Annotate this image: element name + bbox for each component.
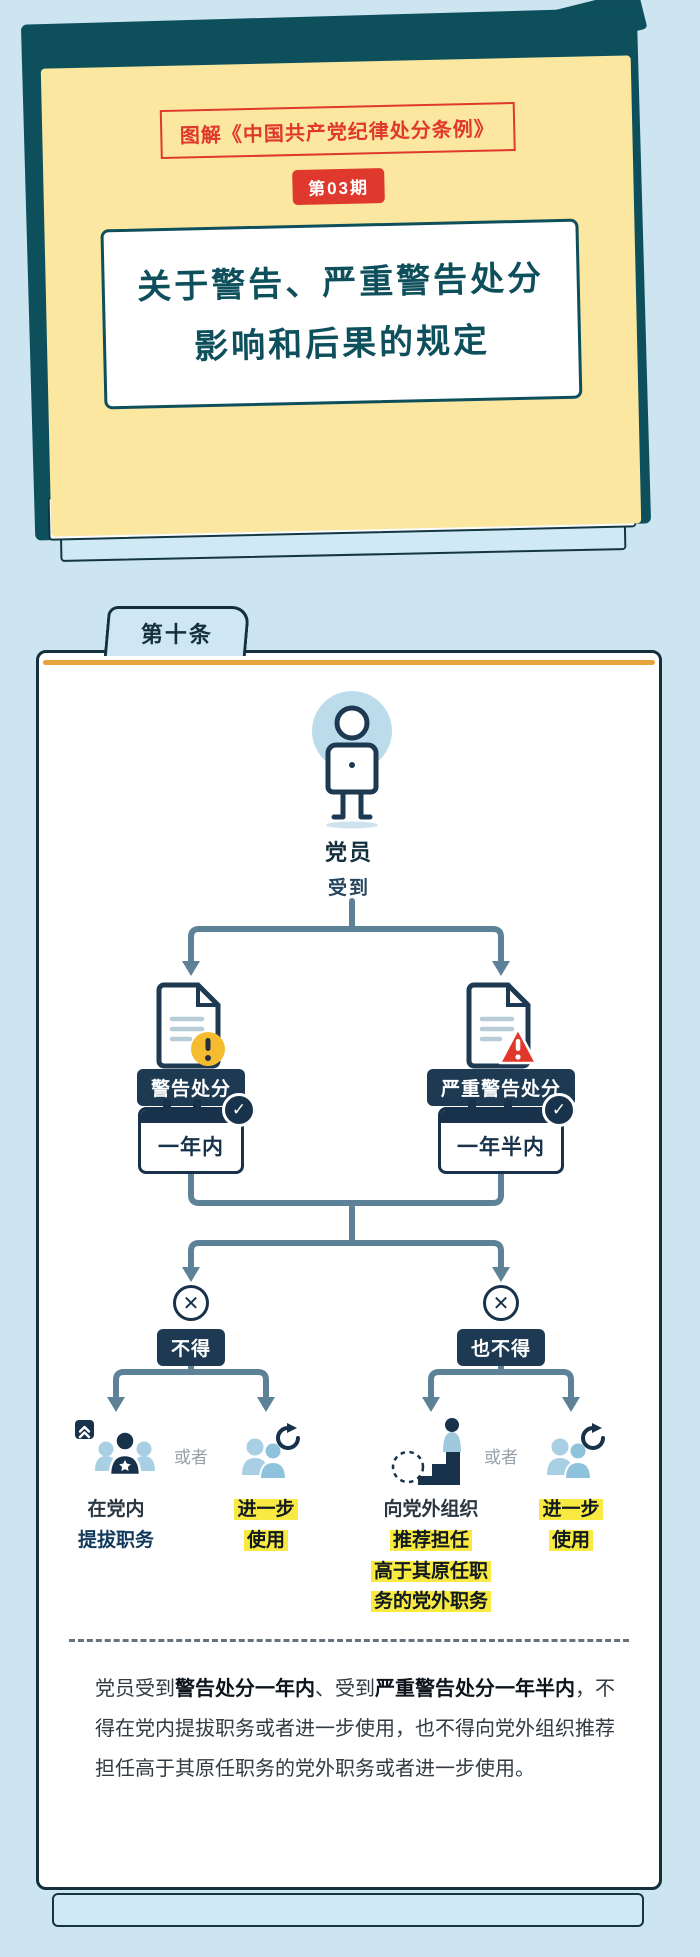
bottom-page-strip bbox=[52, 1893, 644, 1927]
calendar-one-year: 一年内 ✓ bbox=[138, 1093, 256, 1174]
option-line: 推荐担任 bbox=[356, 1526, 506, 1557]
option-line: 进一步 bbox=[511, 1495, 631, 1526]
issue-badge: 第03期 bbox=[291, 167, 386, 206]
option-line: 务的党外职务 bbox=[356, 1587, 506, 1618]
option-recommend-text: 向党外组织 推荐担任 高于其原任职 务的党外职务 bbox=[356, 1495, 506, 1618]
calendar-ring-icon bbox=[503, 1099, 512, 1115]
summary-segment: ，不得在党内提拔职务或者进一步使用，也不得向党外组织推荐担任高于其原任职务的党外… bbox=[95, 1678, 615, 1780]
check-badge-icon: ✓ bbox=[222, 1093, 256, 1127]
career-stairs-icon bbox=[388, 1415, 476, 1489]
prohibition-label-left: 不得 bbox=[156, 1329, 226, 1366]
people-reuse-arrow-icon bbox=[229, 1423, 305, 1487]
option-promote-text: 在党内 提拔职务 bbox=[46, 1495, 186, 1557]
calendar-ring-icon bbox=[468, 1099, 477, 1115]
cross-circle-icon: ✕ bbox=[483, 1285, 519, 1321]
promotion-people-icon bbox=[74, 1419, 158, 1487]
dashed-divider bbox=[69, 1639, 629, 1642]
option-line: 高于其原任职 bbox=[356, 1557, 506, 1588]
title-box: 关于警告、严重警告处分 影响和后果的规定 bbox=[100, 218, 583, 410]
period-label: 一年内 bbox=[158, 1136, 224, 1159]
header-card: 图解《中国共产党纪律处分条例》 第03期 关于警告、严重警告处分 影响和后果的规… bbox=[40, 55, 642, 537]
series-title-box: 图解《中国共产党纪律处分条例》 bbox=[159, 102, 516, 160]
option-line: 在党内 bbox=[87, 1499, 145, 1520]
relation-label: 受到 bbox=[327, 878, 370, 899]
calendar-one-and-half-year: 一年半内 ✓ bbox=[438, 1093, 576, 1174]
people-reuse-arrow-icon bbox=[534, 1423, 610, 1487]
serious-warning-punishment-label: 严重警告处分 bbox=[426, 1069, 576, 1106]
party-member-icon bbox=[287, 687, 417, 832]
check-badge-icon: ✓ bbox=[542, 1093, 576, 1127]
cross-circle-icon: ✕ bbox=[173, 1285, 209, 1321]
option-line: 提拔职务 bbox=[77, 1529, 154, 1551]
summary-text: 党员受到警告处分一年内、受到严重警告处分一年半内，不得在党内提拔职务或者进一步使… bbox=[95, 1669, 615, 1789]
or-label-left: 或者 bbox=[174, 1448, 208, 1467]
flow-connectors bbox=[107, 898, 580, 1412]
cross-glyph: ✕ bbox=[492, 1292, 510, 1315]
summary-segment: 党员受到 bbox=[95, 1678, 175, 1700]
check-glyph: ✓ bbox=[551, 1100, 567, 1119]
prohibition-label-right: 也不得 bbox=[456, 1329, 546, 1366]
option-line: 进一步 bbox=[206, 1495, 326, 1526]
title-line-1: 关于警告、严重警告处分 bbox=[136, 259, 545, 307]
summary-segment: 、受到 bbox=[315, 1678, 375, 1700]
series-title: 图解《中国共产党纪律处分条例》 bbox=[179, 118, 496, 148]
option-line: 向党外组织 bbox=[383, 1499, 479, 1520]
calendar-box: 一年半内 bbox=[438, 1107, 564, 1174]
article-card: 党员 受到 警告处分 严重警告处分 bbox=[36, 650, 662, 1890]
option-line: 使用 bbox=[511, 1526, 631, 1557]
article-tab: 第十条 bbox=[103, 606, 251, 656]
option-reuse-text-right: 进一步 使用 bbox=[511, 1495, 631, 1557]
accent-line bbox=[43, 660, 655, 665]
warning-document-icon bbox=[152, 979, 230, 1071]
calendar-ring-icon bbox=[163, 1099, 172, 1115]
summary-segment: 严重警告处分一年半内 bbox=[375, 1678, 575, 1700]
summary-segment: 警告处分一年内 bbox=[175, 1678, 315, 1700]
calendar-ring-icon bbox=[193, 1099, 202, 1115]
article-tab-label: 第十条 bbox=[140, 621, 213, 647]
option-reuse-text-left: 进一步 使用 bbox=[206, 1495, 326, 1557]
title-line-2: 影响和后果的规定 bbox=[193, 321, 491, 367]
subject-label: 党员 bbox=[324, 840, 373, 865]
period-label: 一年半内 bbox=[457, 1136, 545, 1159]
option-line: 使用 bbox=[206, 1526, 326, 1557]
check-glyph: ✓ bbox=[231, 1100, 247, 1119]
or-label-right: 或者 bbox=[484, 1448, 518, 1467]
alert-document-icon bbox=[462, 979, 540, 1071]
cross-glyph: ✕ bbox=[182, 1292, 200, 1315]
